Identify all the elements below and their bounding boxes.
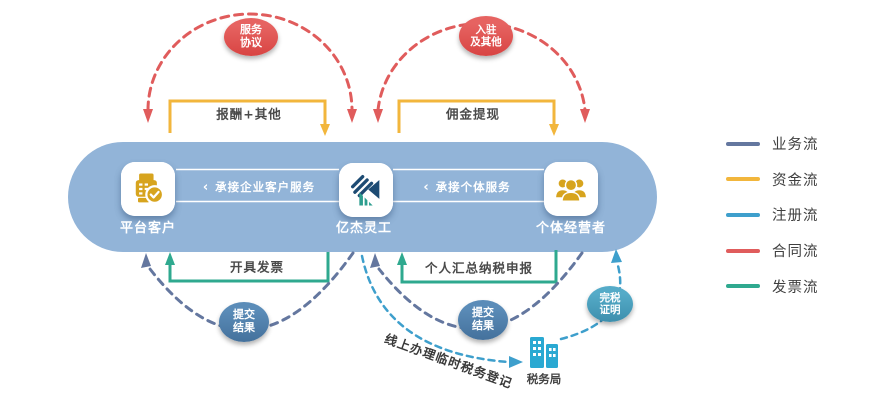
invoice-label-taxreport: 个人汇总纳税申报 <box>424 260 534 276</box>
legend-item-contract: 合同流 <box>726 233 819 269</box>
badge-submit-result-right: 提交 结果 <box>458 300 508 340</box>
printer-check-icon <box>135 173 165 204</box>
badge-service-agreement-line2: 协议 <box>240 36 262 49</box>
contract-flow-swatch <box>726 248 760 253</box>
node-platform-customer <box>121 162 175 216</box>
legend-item-invoice: 发票流 <box>726 268 819 304</box>
node-individual-operator-label: 个体经营者 <box>535 221 607 236</box>
badge-service-agreement-line1: 服务 <box>240 23 262 37</box>
node-individual-operator <box>544 162 598 216</box>
people-group-icon <box>554 178 588 202</box>
legend-label-register: 注册流 <box>772 208 819 225</box>
legend-item-business: 业务流 <box>726 126 819 162</box>
legend-label-business: 业务流 <box>772 137 819 154</box>
yijie-logo-icon <box>351 175 380 206</box>
legend-label-contract: 合同流 <box>772 244 819 261</box>
node-yijie-linggong-label: 亿杰灵工 <box>335 221 393 236</box>
chevron-left-icon: ‹ <box>423 180 430 195</box>
badge-entry-others: 入驻 及其他 <box>459 16 513 56</box>
business-flow-swatch <box>726 141 760 146</box>
badge-submit-result-left: 提交 结果 <box>219 302 269 342</box>
invoice-label-issue: 开具发票 <box>229 259 285 275</box>
contract-flow-arcs <box>146 12 587 112</box>
badge-submit-result-right-line1: 提交 <box>472 306 494 320</box>
capital-label-commission: 佣金提现 <box>445 106 501 122</box>
legend-label-invoice: 发票流 <box>772 279 819 296</box>
badge-submit-result-right-line2: 结果 <box>472 319 494 332</box>
service-link-enterprise-label: 承接企业客户服务 <box>215 180 316 194</box>
badge-service-agreement: 服务 协议 <box>224 18 278 56</box>
node-platform-customer-label: 平台客户 <box>119 221 177 236</box>
service-link-individual-label: 承接个体服务 <box>435 180 511 194</box>
contract-flow-arrowheads <box>143 109 590 123</box>
capital-label-reward: 报酬+其他 <box>216 106 282 122</box>
tax-bureau-icon <box>530 337 558 368</box>
chevron-left-icon: ‹ <box>202 180 210 195</box>
tax-bureau-label: 税务局 <box>526 372 562 386</box>
badge-entry-others-line1: 入驻 <box>475 23 497 36</box>
registration-label: 线上办理临时税务登记 <box>382 330 515 392</box>
badge-tax-proof-line2: 证明 <box>599 304 621 316</box>
invoice-flow-arrowheads <box>165 252 407 265</box>
badge-tax-proof: 完税 证明 <box>587 286 633 322</box>
legend-item-register: 注册流 <box>726 197 819 233</box>
registration-flow-swatch <box>726 212 760 217</box>
capital-flow-swatch <box>726 177 760 182</box>
capital-flow-arrowheads <box>320 124 559 136</box>
invoice-flow-swatch <box>726 284 760 289</box>
badge-submit-result-left-line2: 结果 <box>233 321 255 334</box>
badge-submit-result-left-line1: 提交 <box>233 308 255 322</box>
legend-item-capital: 资金流 <box>726 162 819 198</box>
badge-entry-others-line2: 及其他 <box>470 36 502 48</box>
legend-label-capital: 资金流 <box>772 172 819 189</box>
legend: 业务流 资金流 注册流 合同流 发票流 <box>726 126 819 304</box>
badge-tax-proof-line1: 完税 <box>599 291 621 304</box>
service-link-individual: ‹ 承接个体服务 <box>423 179 510 195</box>
node-yijie-linggong <box>339 163 393 217</box>
service-link-enterprise: ‹ 承接企业客户服务 <box>203 179 315 195</box>
